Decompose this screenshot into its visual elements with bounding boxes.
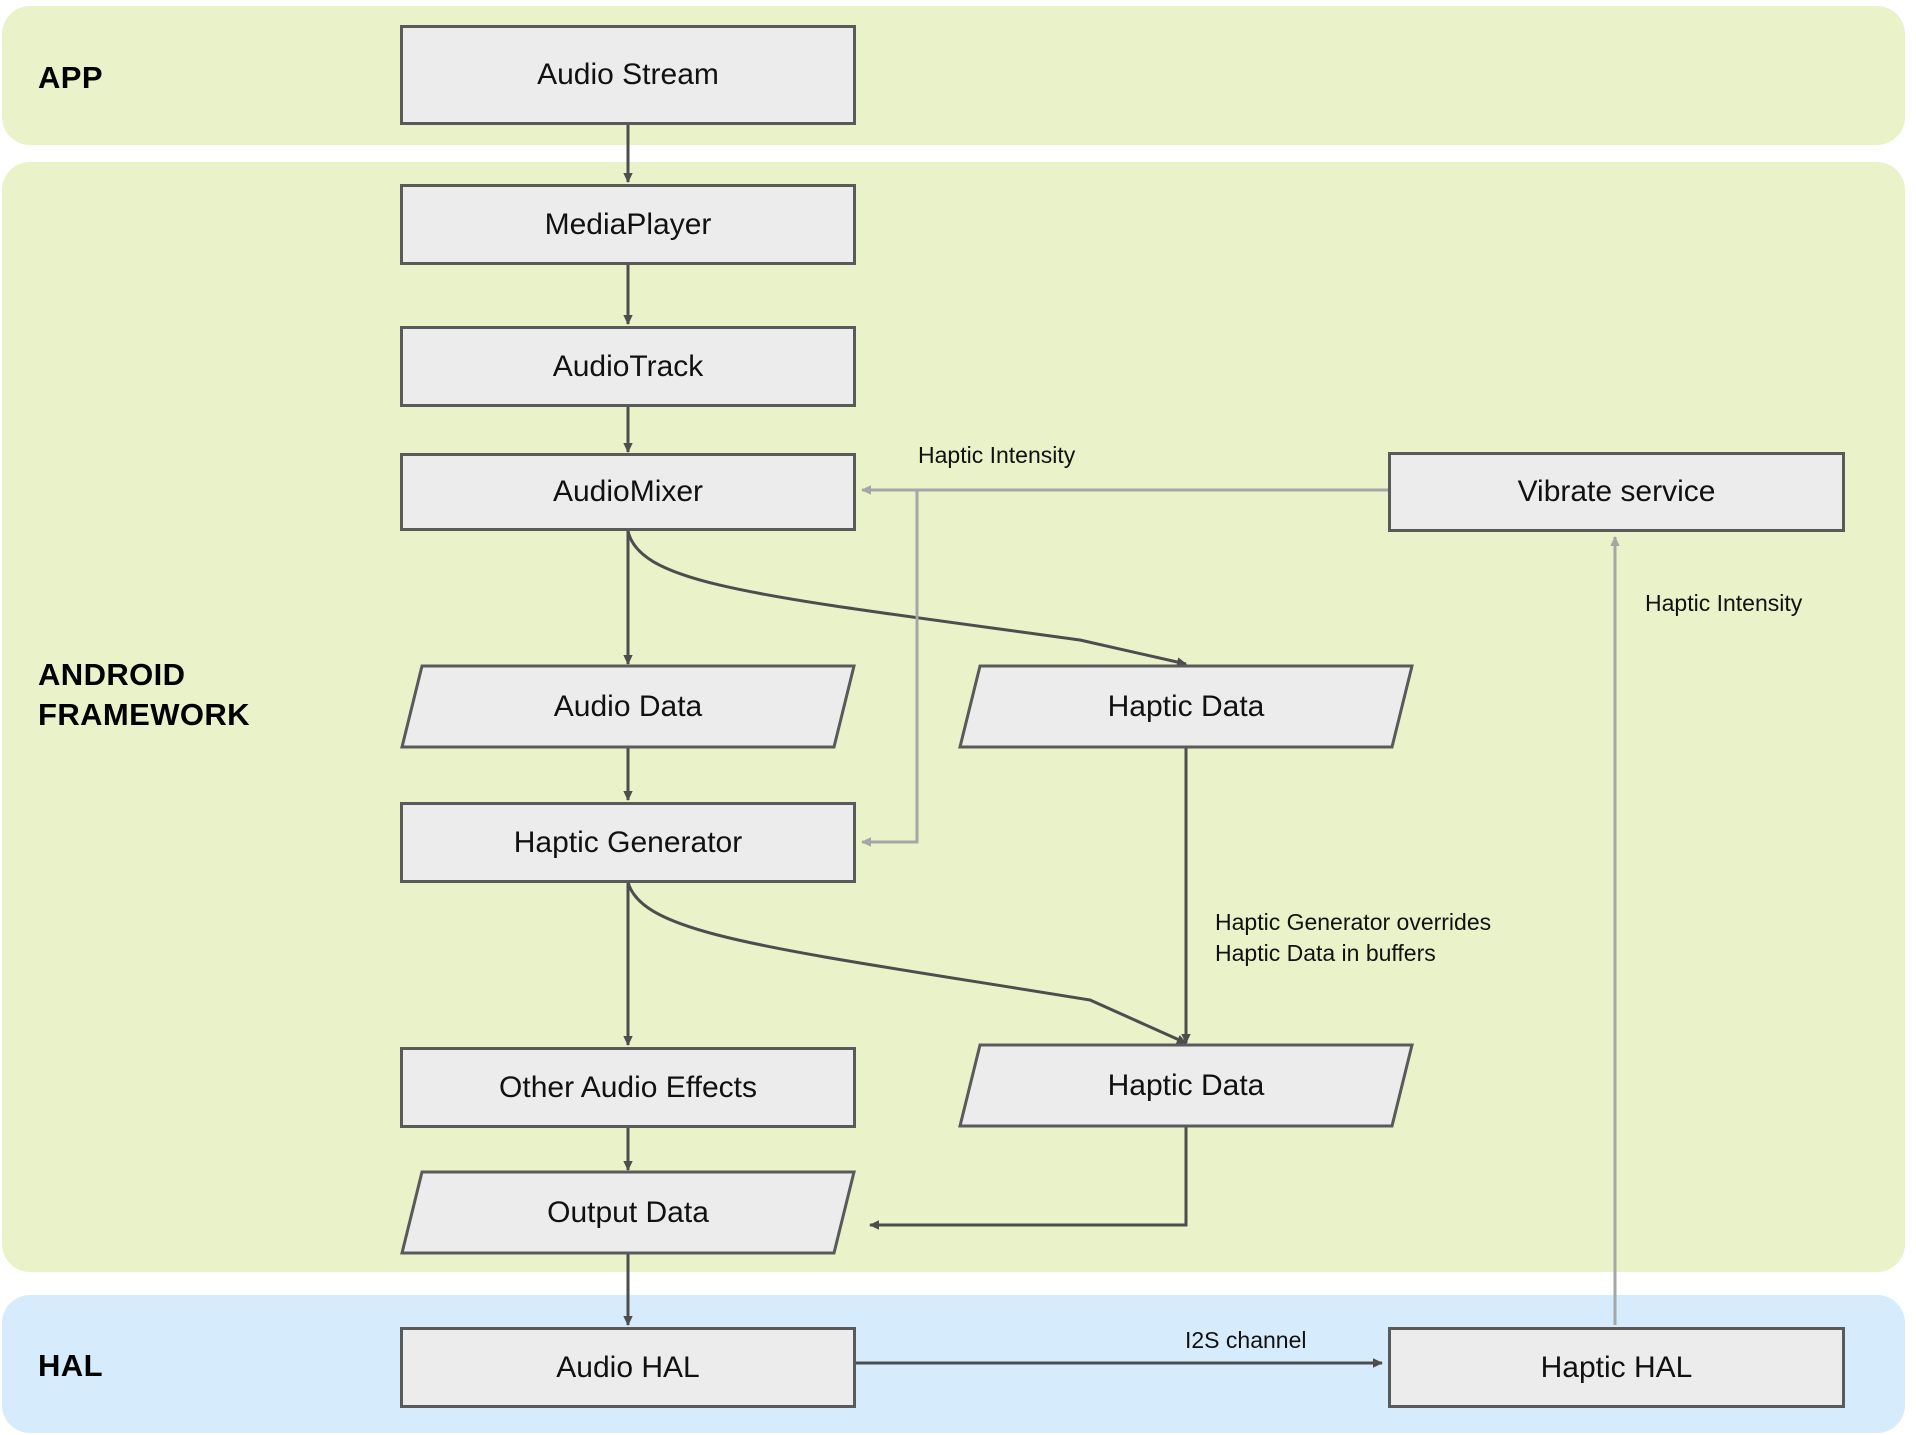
node-output-data[interactable]: Output Data	[400, 1170, 856, 1255]
node-haptic-data-bottom[interactable]: Haptic Data	[958, 1043, 1414, 1128]
node-haptic-data-top[interactable]: Haptic Data	[958, 664, 1414, 749]
edge-label-haptic-intensity-mixer: Haptic Intensity	[918, 442, 1076, 468]
band-label-android-framework: ANDROID FRAMEWORK	[38, 657, 250, 732]
node-audio-track[interactable]: AudioTrack	[400, 326, 856, 407]
node-audio-stream[interactable]: Audio Stream	[400, 25, 856, 125]
band-app	[2, 6, 1905, 145]
node-haptic-generator[interactable]: Haptic Generator	[400, 802, 856, 883]
node-vibrate-service[interactable]: Vibrate service	[1388, 452, 1845, 532]
node-haptic-data-top-label: Haptic Data	[1107, 689, 1265, 723]
node-audio-hal[interactable]: Audio HAL	[400, 1327, 856, 1408]
band-label-hal: HAL	[38, 1348, 103, 1383]
node-audio-mixer[interactable]: AudioMixer	[400, 453, 856, 531]
node-audio-data-label: Audio Data	[553, 689, 703, 723]
band-android-framework	[2, 162, 1905, 1272]
band-label-app: APP	[38, 60, 103, 95]
edge-label-override-note: Haptic Generator overrides Haptic Data i…	[1215, 909, 1492, 967]
edge-label-i2s-channel: I2S channel	[1185, 1327, 1307, 1353]
node-media-player[interactable]: MediaPlayer	[400, 184, 856, 265]
node-other-audio-effects[interactable]: Other Audio Effects	[400, 1047, 856, 1128]
edge-label-haptic-intensity-vibrate: Haptic Intensity	[1645, 590, 1803, 616]
node-haptic-data-bottom-label: Haptic Data	[1107, 1068, 1265, 1102]
node-output-data-label: Output Data	[547, 1195, 709, 1229]
node-haptic-hal[interactable]: Haptic HAL	[1388, 1327, 1845, 1408]
node-audio-data[interactable]: Audio Data	[400, 664, 856, 749]
